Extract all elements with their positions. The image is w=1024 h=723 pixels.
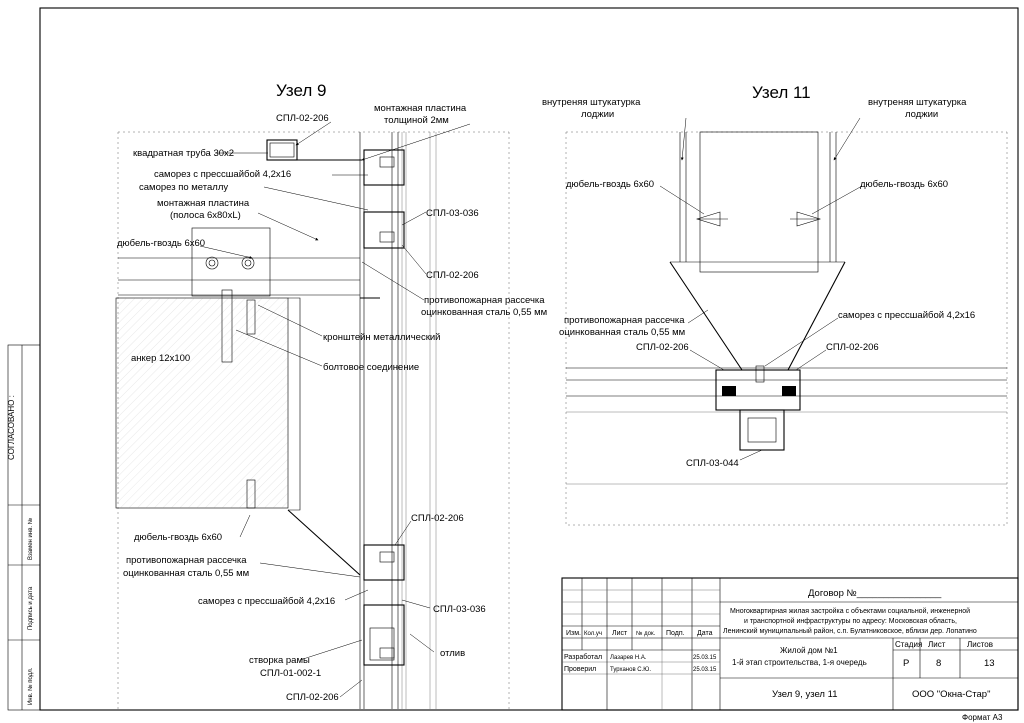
side-stamp: СОГЛАСОВАНО : Взамен инв. № Подпись и да…	[7, 344, 41, 711]
label-mount-plate-strip-1: монтажная пластина	[157, 198, 250, 209]
node-9-title: Узел 9	[276, 81, 326, 100]
label-screw-metal: саморез по металлу	[139, 182, 228, 193]
label-spl-02-206-mid: СПЛ-02-206	[426, 270, 479, 281]
company-name: ООО "Окна-Стар"	[912, 689, 990, 700]
label-plaster-left-2: лоджии	[581, 109, 614, 120]
value-stage: Р	[903, 658, 909, 669]
label-dowel-left: дюбель-гвоздь 6х60	[566, 179, 654, 190]
label-fire-cut-2b: оцинкованная сталь 0,55 мм	[123, 568, 249, 579]
label-bracket: кронштейн металлический	[323, 332, 440, 343]
header-sheet: Лист	[928, 640, 946, 649]
date-developer: 25.03.15	[693, 655, 717, 661]
value-sheet: 8	[936, 658, 941, 669]
node-11-drawing: Узел 11	[542, 83, 1008, 526]
label-mount-plate-top-1: монтажная пластина	[374, 103, 467, 114]
title-block: Договор №________________ Многоквартирна…	[561, 577, 1019, 711]
date-checker: 25.03.15	[693, 667, 717, 673]
label-mount-plate-top-2: толщиной 2мм	[384, 115, 449, 126]
label-spl-right: СПЛ-02-206	[826, 342, 879, 353]
building-line-2: 1-й этап строительства, 1-я очередь	[732, 658, 867, 667]
label-dowel-right: дюбель-гвоздь 6х60	[860, 179, 948, 190]
sheet-name: Узел 9, узел 11	[772, 689, 837, 700]
label-screw-washer: саморез с прессшайбой 4,2х16	[838, 310, 975, 321]
col-ndok: № док.	[636, 630, 656, 637]
label-dowel-bottom: дюбель-гвоздь 6х60	[134, 532, 222, 543]
project-line-3: Ленинский муниципальный район, с.п. Була…	[723, 627, 977, 635]
header-stage: Стадия	[895, 640, 922, 649]
replace-inv-label: Взамен инв. №	[27, 518, 34, 560]
project-line-2: и транспортной инфраструктуры по адресу:…	[744, 617, 957, 625]
col-data: Дата	[697, 630, 713, 637]
col-izm: Изм.	[566, 630, 581, 637]
project-line-1: Многоквартирная жилая застройка с объект…	[730, 607, 970, 615]
label-mount-plate-strip-2: (полоса 6х80хL)	[170, 210, 241, 221]
label-fire-cut-1b: оцинкованная сталь 0,55 мм	[421, 307, 547, 318]
col-list: Лист	[612, 630, 628, 637]
building-line-1: Жилой дом №1	[780, 646, 838, 655]
agreed-label: СОГЛАСОВАНО :	[7, 395, 16, 460]
label-square-tube: квадратная труба 30х2	[133, 148, 234, 159]
label-sash-1: створка рамы	[249, 655, 310, 666]
role-developer: Разработал	[564, 653, 602, 661]
label-drip: отлив	[440, 648, 465, 659]
label-plaster-left-1: внутреняя штукатурка	[542, 97, 641, 108]
label-spl-02-206-top: СПЛ-02-206	[276, 113, 329, 124]
label-spl-left: СПЛ-02-206	[636, 342, 689, 353]
label-screw-washer-top: саморез с прессшайбой 4,2х16	[154, 169, 291, 180]
label-dowel-top: дюбель-гвоздь 6х60	[117, 238, 205, 249]
label-screw-washer-bottom: саморез с прессшайбой 4,2х16	[198, 596, 335, 607]
label-sash-2: СПЛ-01-002-1	[260, 668, 321, 679]
label-fire-cut-1: противопожарная рассечка	[564, 315, 685, 326]
role-checker: Проверил	[564, 666, 596, 673]
label-plaster-right-1: внутреняя штукатурка	[868, 97, 967, 108]
label-anchor: анкер 12х100	[131, 353, 190, 364]
col-podp: Подп.	[666, 630, 685, 637]
label-plaster-right-2: лоджии	[905, 109, 938, 120]
label-bolt: болтовое соединение	[323, 362, 419, 373]
name-checker: Турханов С.Ю.	[610, 667, 651, 673]
label-spl-03-036-low: СПЛ-03-036	[433, 604, 486, 615]
label-spl-02-206-low: СПЛ-02-206	[411, 513, 464, 524]
value-sheets: 13	[984, 658, 995, 669]
name-developer: Лазарев Н.А.	[610, 655, 647, 661]
node-11-title: Узел 11	[752, 83, 811, 102]
label-spl-03-044: СПЛ-03-044	[686, 458, 739, 469]
header-sheets: Листов	[967, 640, 993, 649]
label-fire-cut-2: оцинкованная сталь 0,55 мм	[559, 327, 685, 338]
inv-orig-label: Инв. № подл.	[27, 667, 34, 705]
col-koluch: Кол.уч	[584, 631, 602, 637]
sign-date-label: Подпись и дата	[28, 586, 34, 630]
format-label: Формат А3	[962, 713, 1003, 722]
label-fire-cut-1a: противопожарная рассечка	[424, 295, 545, 306]
label-fire-cut-2a: противопожарная рассечка	[126, 555, 247, 566]
label-spl-02-206-bottom: СПЛ-02-206	[286, 692, 339, 703]
node-9-drawing: Узел 9	[115, 81, 547, 709]
contract-text: Договор №________________	[808, 588, 942, 599]
label-spl-03-036-top: СПЛ-03-036	[426, 208, 479, 219]
